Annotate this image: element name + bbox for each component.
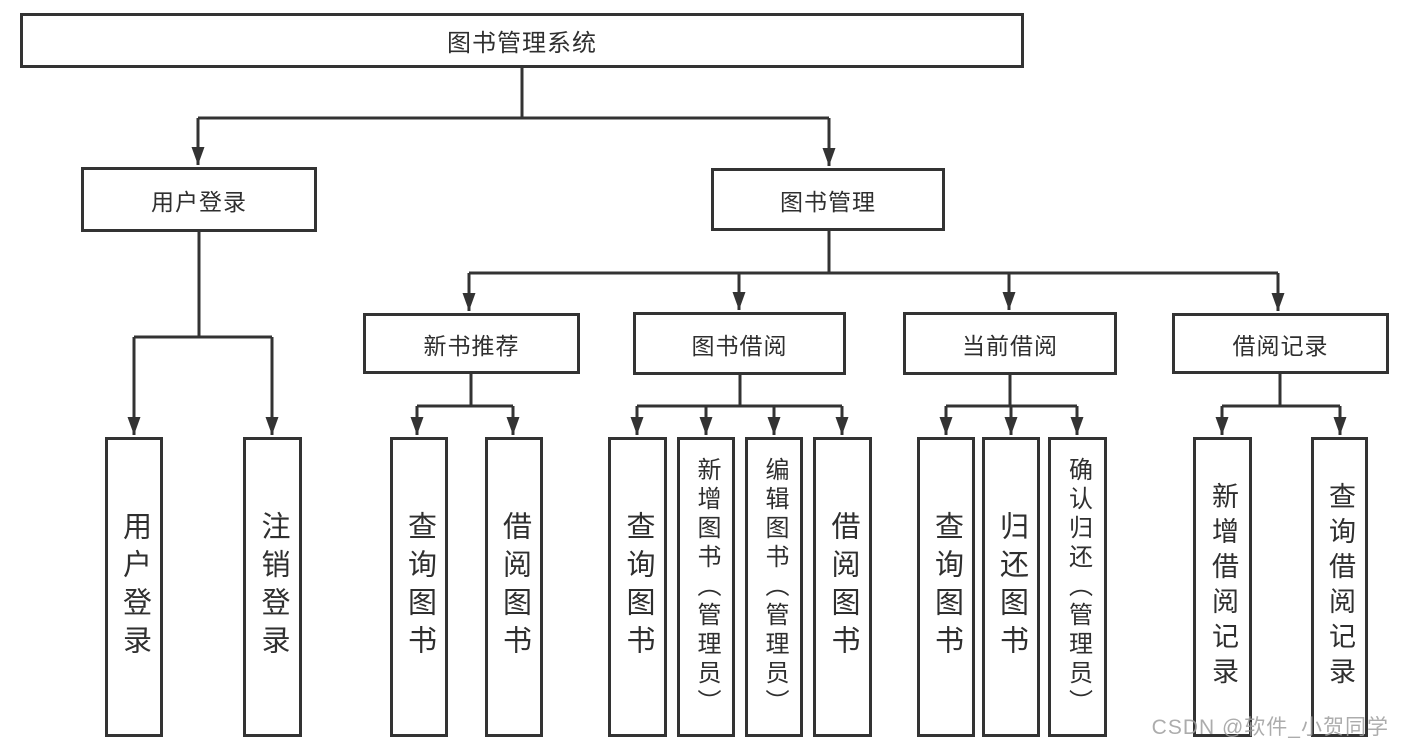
node-label: 注销登录	[257, 511, 289, 663]
node-add-book-admin: 新增图书（管理员）	[677, 437, 735, 737]
node-label: 查询图书	[930, 511, 963, 663]
node-label: 当前借阅	[962, 332, 1058, 359]
node-label: 编辑图书（管理员）	[761, 456, 788, 718]
node-library-management-system: 图书管理系统	[20, 13, 1024, 68]
node-query-books-1: 查询图书	[390, 437, 448, 737]
node-confirm-return-admin: 确认归还（管理员）	[1048, 437, 1107, 737]
node-user-login: 用户登录	[81, 167, 317, 232]
node-add-borrow-record: 新增借阅记录	[1193, 437, 1252, 737]
node-label: 图书借阅	[691, 332, 788, 359]
node-current-borrowing: 当前借阅	[903, 312, 1117, 375]
node-new-book-recommend: 新书推荐	[363, 313, 580, 374]
node-user-login-leaf: 用户登录	[105, 437, 163, 737]
node-query-books-2: 查询图书	[608, 437, 667, 737]
node-borrow-books-1: 借阅图书	[485, 437, 543, 737]
node-logout: 注销登录	[243, 437, 302, 737]
node-label: 归还图书	[995, 511, 1028, 663]
node-label: 图书管理系统	[447, 30, 597, 57]
node-label: 确认归还（管理员）	[1064, 456, 1092, 718]
node-query-borrow-record: 查询借阅记录	[1311, 437, 1368, 737]
csdn-watermark: CSDN @软件_小贺同学	[1151, 716, 1389, 739]
node-borrow-records: 借阅记录	[1172, 313, 1389, 374]
node-label: 借阅图书	[827, 511, 859, 663]
node-label: 借阅记录	[1232, 332, 1329, 359]
node-label: 新增借阅记录	[1208, 482, 1238, 692]
node-label: 借阅图书	[498, 511, 531, 663]
node-book-management: 图书管理	[711, 168, 945, 231]
node-query-books-3: 查询图书	[917, 437, 975, 737]
node-book-borrowing: 图书借阅	[633, 312, 846, 375]
node-label: 新增图书（管理员）	[693, 456, 720, 718]
node-label: 查询图书	[622, 511, 654, 663]
node-borrow-books-2: 借阅图书	[813, 437, 872, 737]
node-edit-book-admin: 编辑图书（管理员）	[745, 437, 803, 737]
node-label: 查询图书	[403, 511, 436, 663]
node-label: 查询借阅记录	[1325, 482, 1355, 692]
node-label: 用户登录	[118, 511, 151, 663]
node-label: 新书推荐	[423, 332, 520, 359]
node-label: 用户登录	[151, 188, 247, 215]
node-return-book: 归还图书	[982, 437, 1040, 737]
node-label: 图书管理	[780, 188, 876, 215]
